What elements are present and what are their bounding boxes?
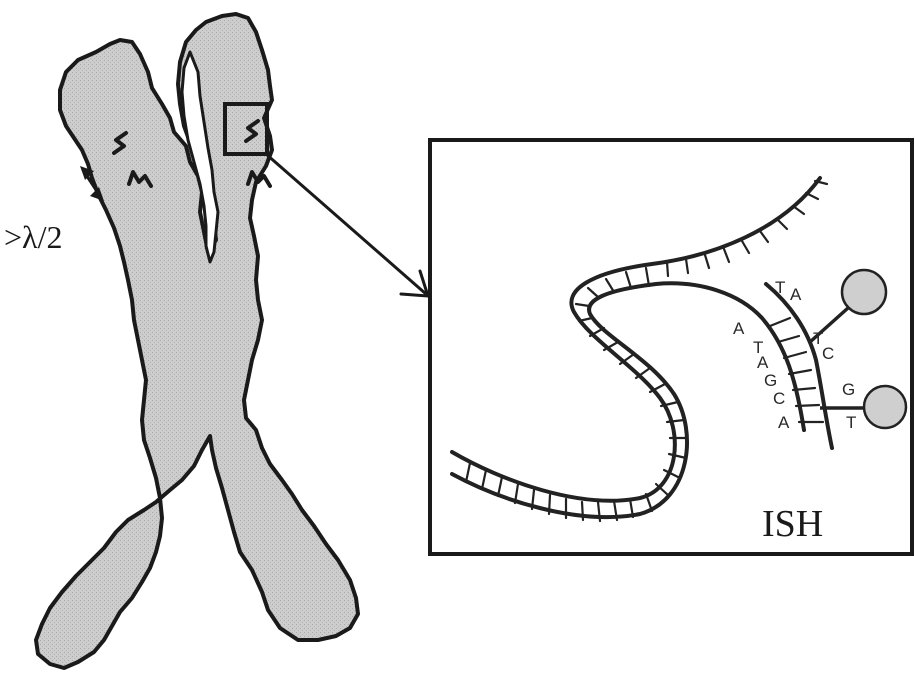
chromosome xyxy=(36,14,358,668)
probe-base: C xyxy=(822,344,834,363)
zoom-arrow xyxy=(266,154,428,296)
method-label: ISH xyxy=(762,503,823,545)
target-base: A xyxy=(733,319,745,338)
distance-annotation: >λ/2 xyxy=(4,166,104,255)
target-base: A xyxy=(757,353,769,372)
probe-label-circle-upper xyxy=(842,270,886,314)
detail-panel: T A T C G T A T A G C A ISH xyxy=(430,140,912,554)
probe-base: T xyxy=(775,278,785,297)
distance-label: >λ/2 xyxy=(4,219,62,255)
probe-base: A xyxy=(790,285,802,304)
target-base: G xyxy=(764,371,777,390)
probe-label-circle-lower xyxy=(864,386,906,428)
probe-base: T xyxy=(846,413,856,432)
zoom-arrow-line xyxy=(266,154,426,294)
probe-base: G xyxy=(842,380,855,399)
target-base: C xyxy=(773,389,785,408)
target-base: A xyxy=(778,413,790,432)
